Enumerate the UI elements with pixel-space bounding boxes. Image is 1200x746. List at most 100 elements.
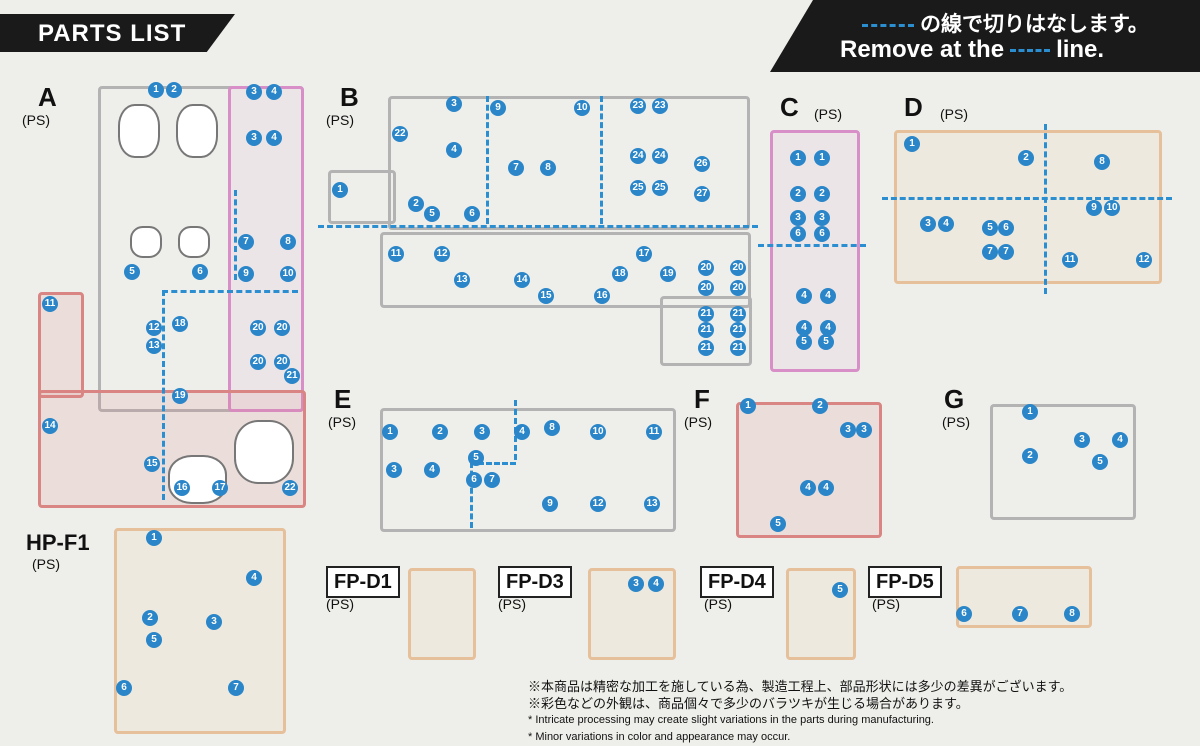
runner-material: (PS) xyxy=(328,414,356,430)
part-number-marker: 21 xyxy=(698,340,714,356)
runner-label: HP-F1 xyxy=(26,530,90,555)
part-number-marker: 4 xyxy=(424,462,440,478)
part-number-marker: 22 xyxy=(392,126,408,142)
part-number-marker: 15 xyxy=(144,456,160,472)
note-line: * Intricate processing may create slight… xyxy=(528,714,934,726)
part-number-marker: 4 xyxy=(514,424,530,440)
part-number-marker: 10 xyxy=(280,266,296,282)
part-number-marker: 12 xyxy=(590,496,606,512)
part-number-marker: 8 xyxy=(280,234,296,250)
part-number-marker: 4 xyxy=(820,288,836,304)
part-number-marker: 3 xyxy=(920,216,936,232)
part-number-marker: 3 xyxy=(474,424,490,440)
runner-hp-f1-frame xyxy=(114,528,286,734)
runner-fp-d1-frame xyxy=(408,568,476,660)
remove-notice-jp: の線で切りはなします。 xyxy=(920,13,1149,36)
part-number-marker: 7 xyxy=(238,234,254,250)
part-number-marker: 14 xyxy=(42,418,58,434)
runner-b-frame xyxy=(388,96,750,230)
runner-material: (PS) xyxy=(326,112,354,128)
runner-fp-d4-frame xyxy=(786,568,856,660)
part-number-marker: 20 xyxy=(274,354,290,370)
part-number-marker: 18 xyxy=(612,266,628,282)
part-number-marker: 3 xyxy=(246,84,262,100)
part xyxy=(168,455,227,504)
part-number-marker: 3 xyxy=(386,462,402,478)
part-number-marker: 2 xyxy=(432,424,448,440)
part-number-marker: 20 xyxy=(730,260,746,276)
part xyxy=(130,226,162,258)
part-number-marker: 3 xyxy=(446,96,462,112)
cut-line-icon xyxy=(1010,49,1051,53)
part-number-marker: 10 xyxy=(590,424,606,440)
runner-b-lower-frame xyxy=(380,232,751,308)
part-number-marker: 21 xyxy=(730,306,746,322)
part xyxy=(234,420,294,484)
part-number-marker: 17 xyxy=(212,480,228,496)
parts-list-header: PARTS LIST xyxy=(0,14,235,52)
part-number-marker: 1 xyxy=(1022,404,1038,420)
remove-notice-en-before: Remove at the xyxy=(840,36,1005,63)
part-number-marker: 21 xyxy=(698,306,714,322)
part-number-marker: 3 xyxy=(790,210,806,226)
part-number-marker: 12 xyxy=(146,320,162,336)
part-number-marker: 2 xyxy=(1022,448,1038,464)
part-number-marker: 13 xyxy=(454,272,470,288)
part-number-marker: 1 xyxy=(332,182,348,198)
runner-material: (PS) xyxy=(872,596,900,612)
part-number-marker: 4 xyxy=(818,480,834,496)
part-number-marker: 20 xyxy=(250,320,266,336)
part-number-marker: 18 xyxy=(172,316,188,332)
part-number-marker: 3 xyxy=(814,210,830,226)
part-number-marker: 5 xyxy=(424,206,440,222)
part-number-marker: 4 xyxy=(648,576,664,592)
part-number-marker: 6 xyxy=(956,606,972,622)
part-number-marker: 13 xyxy=(146,338,162,354)
runner-material: (PS) xyxy=(498,596,526,612)
runner-material: (PS) xyxy=(22,112,50,128)
part-number-marker: 20 xyxy=(250,354,266,370)
part-number-marker: 7 xyxy=(228,680,244,696)
part-number-marker: 16 xyxy=(594,288,610,304)
part-number-marker: 1 xyxy=(740,398,756,414)
part-number-marker: 11 xyxy=(388,246,404,262)
part-number-marker: 11 xyxy=(646,424,662,440)
part-number-marker: 4 xyxy=(246,570,262,586)
part-number-marker: 4 xyxy=(266,130,282,146)
runner-label: E xyxy=(334,384,352,414)
part-number-marker: 9 xyxy=(542,496,558,512)
runner-label: F xyxy=(694,384,710,414)
part-number-marker: 16 xyxy=(174,480,190,496)
part-number-marker: 3 xyxy=(840,422,856,438)
part-number-marker: 21 xyxy=(730,322,746,338)
runner-e-frame xyxy=(380,408,676,532)
part-number-marker: 6 xyxy=(790,226,806,242)
part-number-marker: 5 xyxy=(796,334,812,350)
cut-line-icon xyxy=(862,23,914,27)
runner-c-frame xyxy=(770,130,860,372)
part-number-marker: 6 xyxy=(998,220,1014,236)
part-number-marker: 23 xyxy=(652,98,668,114)
part-number-marker: 19 xyxy=(660,266,676,282)
note-line: ※彩色などの外観は、商品個々で多少のバラツキが生じる場合があります。 xyxy=(528,696,969,711)
part-number-marker: 1 xyxy=(148,82,164,98)
part-number-marker: 6 xyxy=(116,680,132,696)
part-number-marker: 3 xyxy=(628,576,644,592)
runner-material: (PS) xyxy=(940,106,968,122)
part xyxy=(118,104,160,158)
part xyxy=(176,104,218,158)
part-number-marker: 7 xyxy=(484,472,500,488)
part-number-marker: 4 xyxy=(938,216,954,232)
part-number-marker: 11 xyxy=(1062,252,1078,268)
runner-f-frame xyxy=(736,402,882,538)
runner-material: (PS) xyxy=(942,414,970,430)
part-number-marker: 6 xyxy=(814,226,830,242)
part-number-marker: 10 xyxy=(574,100,590,116)
part-number-marker: 2 xyxy=(812,398,828,414)
part-number-marker: 3 xyxy=(246,130,262,146)
part-number-marker: 4 xyxy=(820,320,836,336)
part-number-marker: 20 xyxy=(730,280,746,296)
part-number-marker: 1 xyxy=(382,424,398,440)
runner-label: B xyxy=(340,82,359,112)
part-number-marker: 2 xyxy=(408,196,424,212)
